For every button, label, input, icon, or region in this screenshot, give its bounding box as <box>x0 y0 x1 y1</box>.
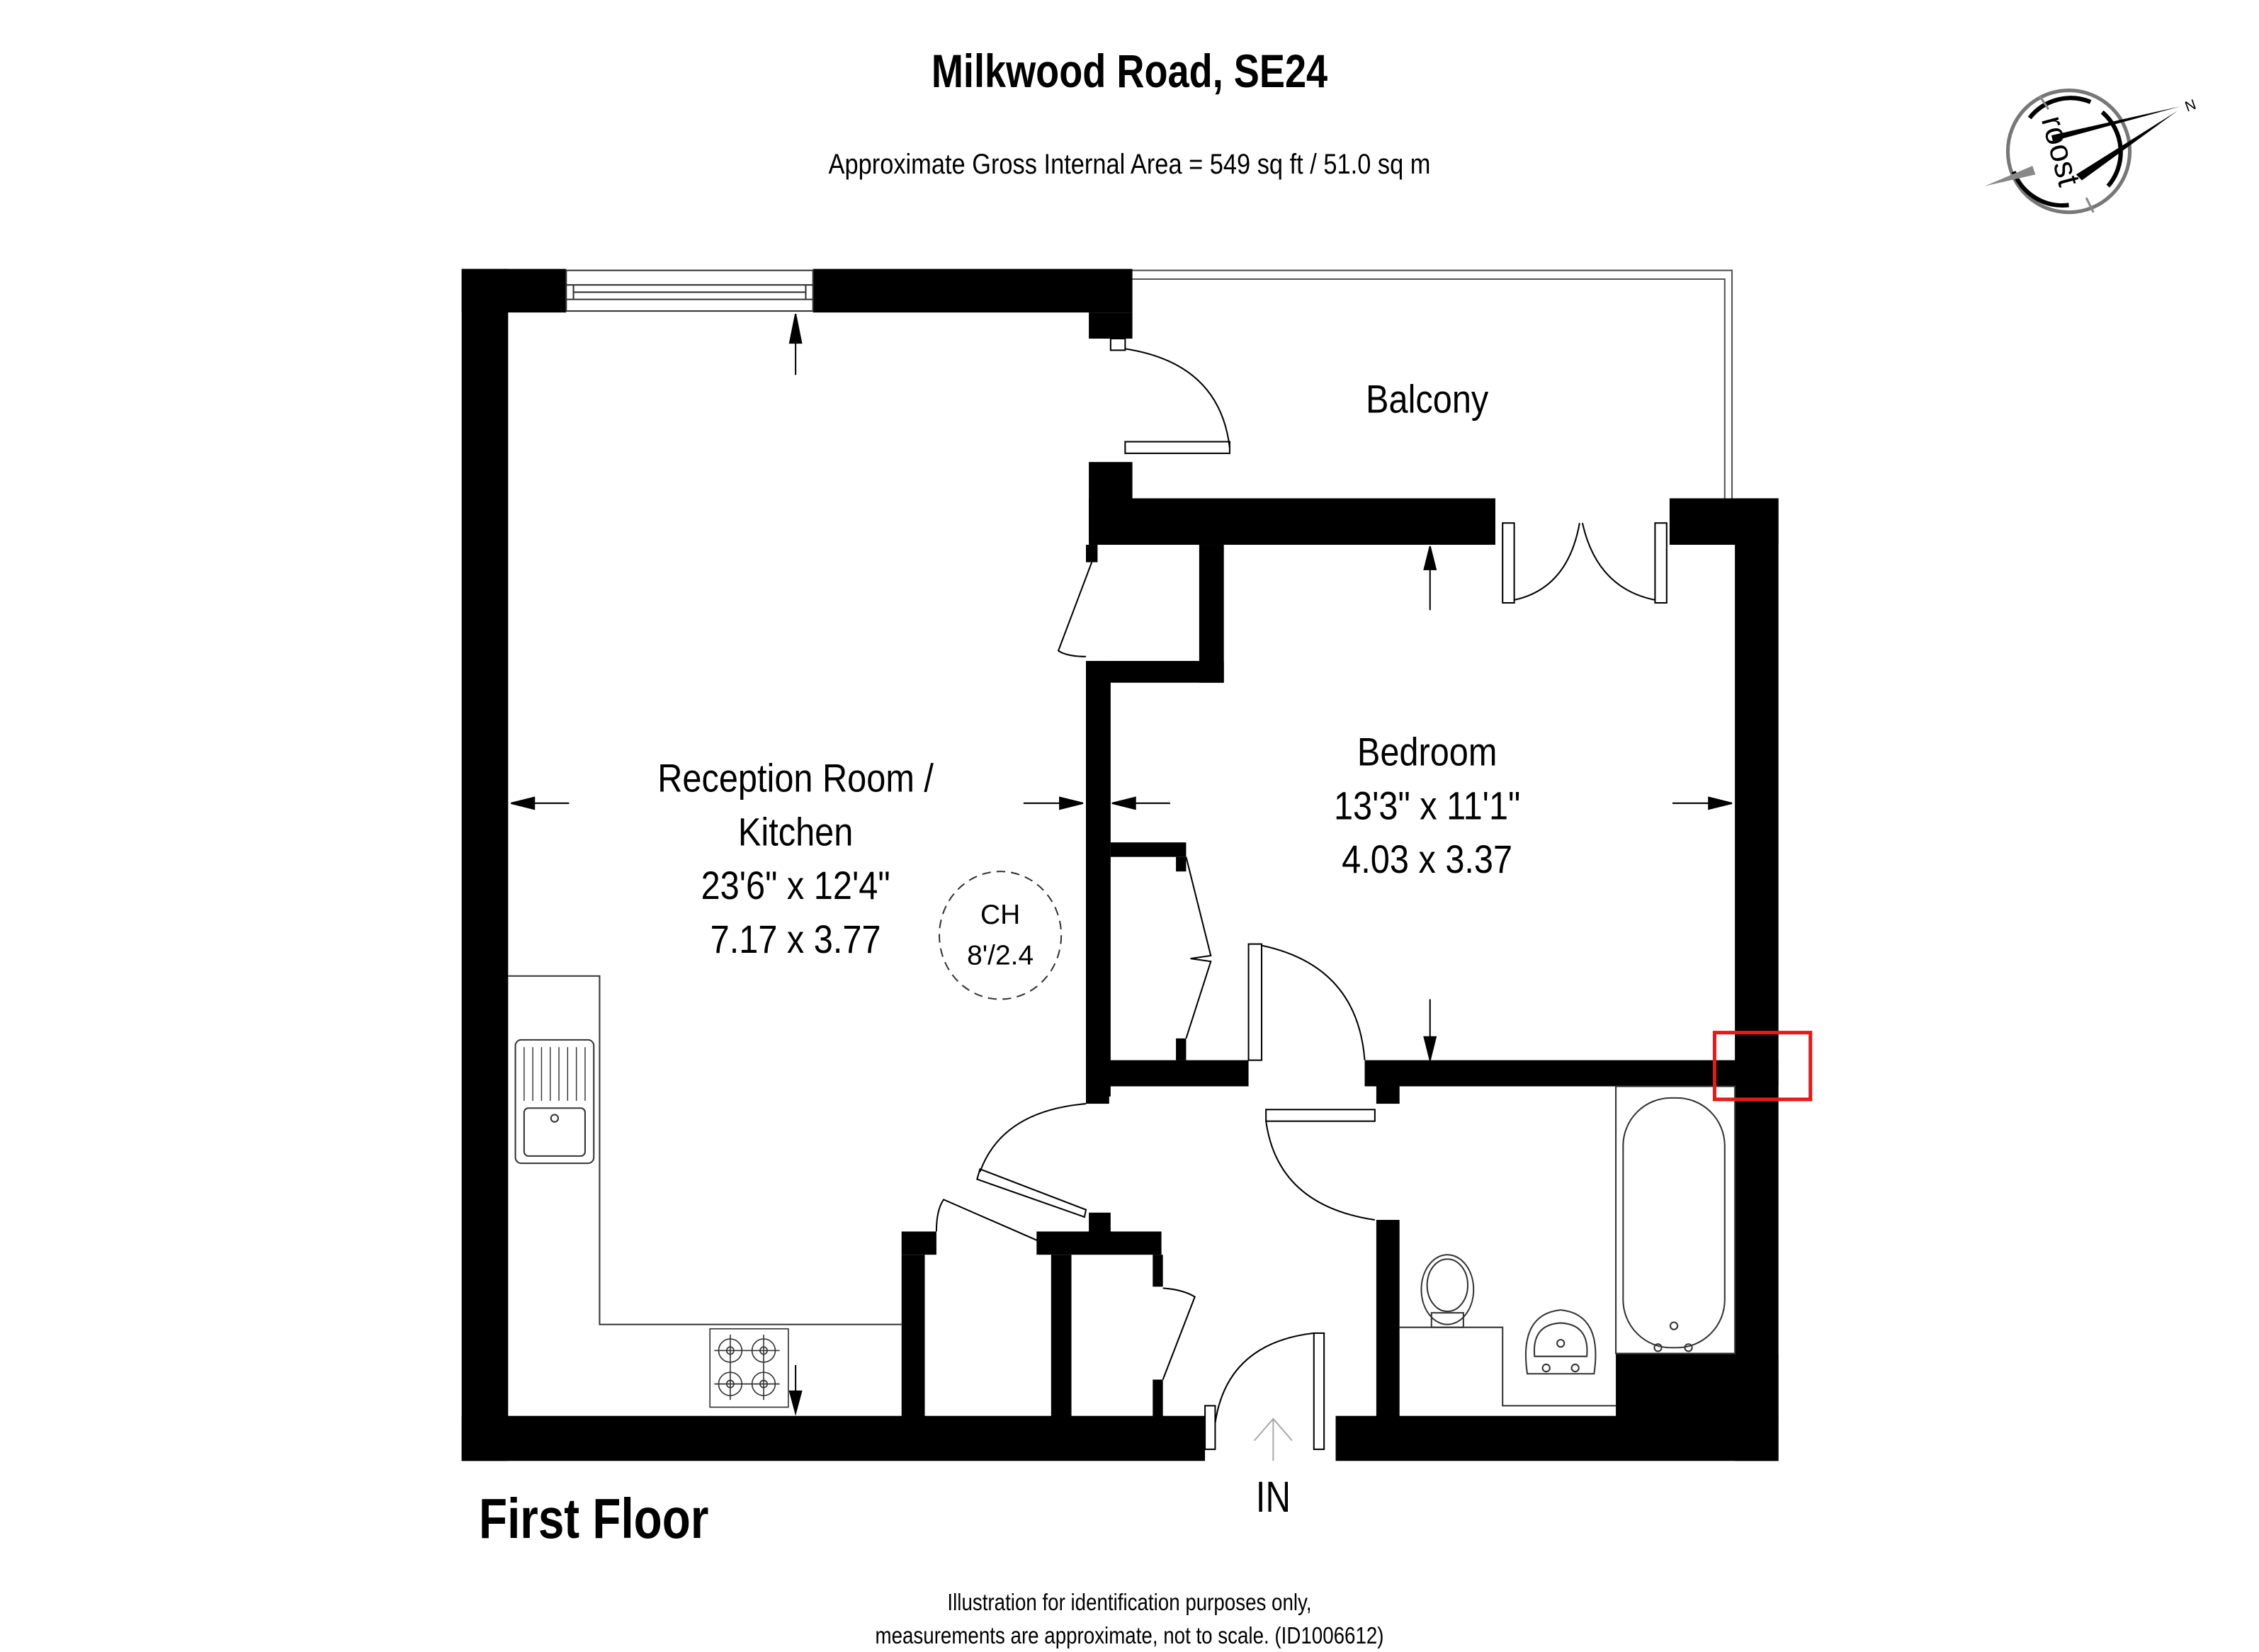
ceiling-height-marker: CH 8'/2.4 <box>938 871 1063 1000</box>
dimension-arrows <box>511 313 1733 1416</box>
property-title: Milkwood Road, SE24 <box>931 45 1328 97</box>
basin-icon <box>1524 1309 1597 1375</box>
room-dimensions-imperial: 13'3" x 11'1" <box>1334 785 1520 829</box>
room-reception-kitchen: Reception Room / Kitchen 23'6" x 12'4" 7… <box>657 757 934 962</box>
balcony-outline <box>1132 269 1733 499</box>
gross-internal-area: Approximate Gross Internal Area = 549 sq… <box>828 149 1431 180</box>
window-reception <box>565 269 814 312</box>
hob-icon <box>709 1328 789 1408</box>
walls <box>461 268 1779 1461</box>
room-name-line2: Kitchen <box>738 810 853 854</box>
ceiling-height-label: CH <box>980 900 1020 930</box>
roost-compass-logo: N roost <box>1984 88 2198 215</box>
room-name: Bedroom <box>1357 731 1497 775</box>
compass-north-letter: N <box>2182 96 2198 115</box>
floor-label: First Floor <box>479 1487 709 1550</box>
doors <box>935 337 1668 1450</box>
highlight-box <box>1712 1031 1813 1102</box>
room-dimensions-imperial: 23'6" x 12'4" <box>701 864 890 908</box>
kitchen-counter <box>508 975 902 1325</box>
sink-icon <box>514 1039 595 1165</box>
room-name: Reception Room / <box>657 757 934 801</box>
entrance-arrow-icon <box>1253 1418 1293 1461</box>
room-dimensions-metric: 4.03 x 3.37 <box>1342 838 1512 882</box>
entrance-label: IN <box>1256 1473 1291 1521</box>
roost-brand-text: roost <box>2034 112 2088 190</box>
room-balcony: Balcony <box>1366 378 1488 422</box>
room-bedroom: Bedroom 13'3" x 11'1" 4.03 x 3.37 <box>1334 731 1520 882</box>
room-name: Balcony <box>1366 378 1488 422</box>
room-dimensions-metric: 7.17 x 3.77 <box>710 918 881 962</box>
disclaimer-line-1: Illustration for identification purposes… <box>947 1589 1312 1615</box>
disclaimer-line-2: measurements are approximate, not to sca… <box>875 1622 1384 1648</box>
toilet-icon <box>1399 1254 1617 1407</box>
bath-icon <box>1615 1085 1736 1354</box>
disclaimer: Illustration for identification purposes… <box>181 1585 2078 1652</box>
ceiling-height-value: 8'/2.4 <box>967 940 1034 971</box>
